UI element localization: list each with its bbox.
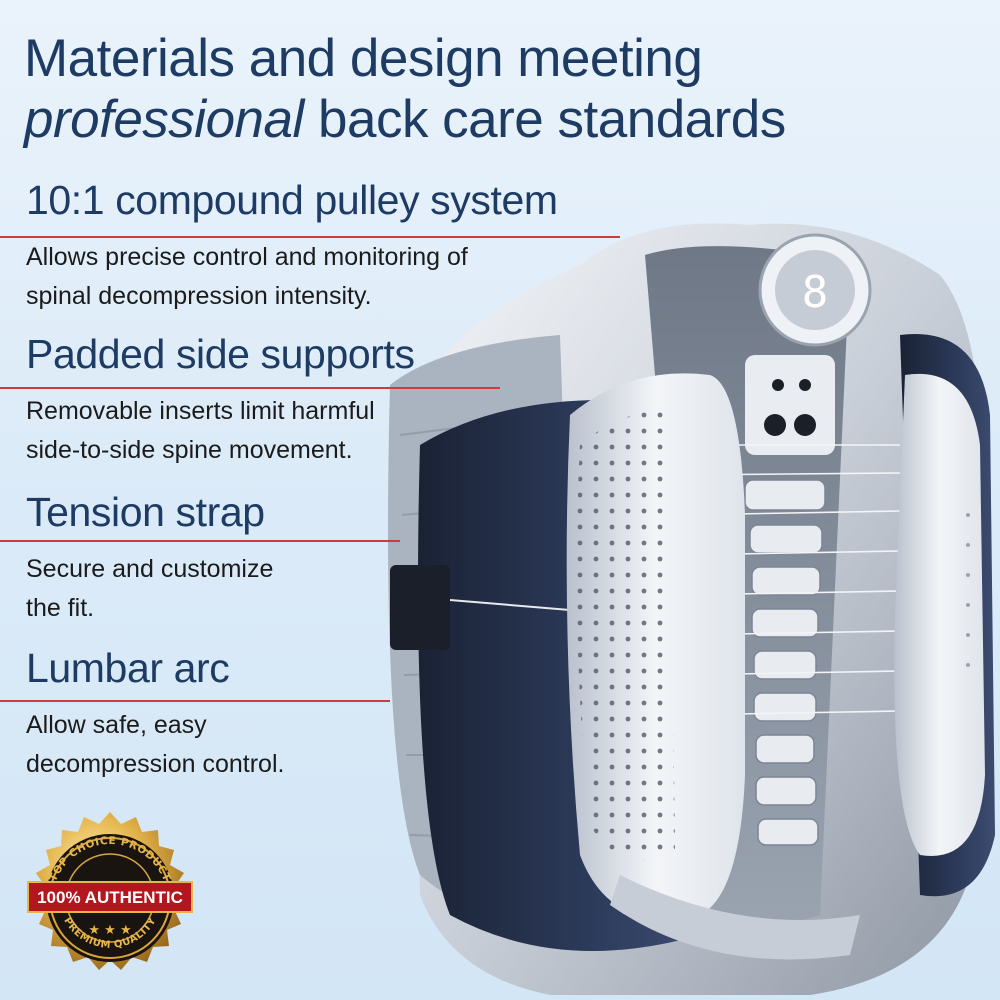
feature-description-line: Removable inserts limit harmful bbox=[26, 397, 375, 425]
feature-title: Lumbar arc bbox=[26, 645, 230, 691]
feature-description-line: Allow safe, easy bbox=[26, 711, 207, 739]
feature-description-line: Allows precise control and monitoring of bbox=[26, 243, 468, 271]
feature-divider bbox=[0, 540, 400, 542]
feature-divider bbox=[0, 700, 390, 702]
feature-description-line: Secure and customize bbox=[26, 555, 274, 583]
badge-ribbon bbox=[27, 881, 193, 913]
headline-emphasis: professional bbox=[24, 90, 304, 149]
authentic-badge: TOP CHOICE PRODUCT PREMIUM QUALITY 100% … bbox=[27, 812, 193, 970]
feature-description: Allow safe, easy decompression control. bbox=[26, 706, 284, 784]
headline-line-2-rest: back care standards bbox=[303, 90, 786, 149]
feature-description-line: the fit. bbox=[26, 594, 95, 622]
feature-pulley-system: 10:1 compound pulley system Allows preci… bbox=[0, 176, 620, 316]
feature-description-line: decompression control. bbox=[26, 750, 285, 778]
feature-side-supports: Padded side supports Removable inserts l… bbox=[0, 330, 500, 470]
feature-title: 10:1 compound pulley system bbox=[26, 177, 558, 223]
badge-center-text: 100% AUTHENTIC bbox=[37, 888, 183, 907]
svg-text:8: 8 bbox=[802, 267, 829, 318]
feature-description: Secure and customize the fit. bbox=[26, 550, 273, 628]
feature-title: Padded side supports bbox=[26, 331, 415, 377]
feature-divider bbox=[0, 387, 500, 389]
feature-description: Removable inserts limit harmful side-to-… bbox=[26, 392, 415, 470]
feature-tension-strap: Tension strap Secure and customize the f… bbox=[0, 488, 400, 628]
feature-divider bbox=[0, 236, 620, 238]
headline-line-1: Materials and design meeting bbox=[24, 29, 703, 88]
feature-title: Tension strap bbox=[26, 489, 265, 535]
feature-description-line: side-to-side spine movement. bbox=[26, 436, 353, 464]
headline: Materials and design meeting professiona… bbox=[24, 28, 984, 150]
feature-description: Allows precise control and monitoring of… bbox=[26, 238, 558, 316]
headline-line-2: professional back care standards bbox=[24, 89, 984, 150]
feature-description-line: spinal decompression intensity. bbox=[26, 282, 372, 310]
feature-lumbar-arc: Lumbar arc Allow safe, easy decompressio… bbox=[0, 644, 390, 784]
badge-stars: ★ ★ ★ bbox=[88, 923, 131, 938]
back-brace-illustration: 8 bbox=[388, 223, 995, 995]
